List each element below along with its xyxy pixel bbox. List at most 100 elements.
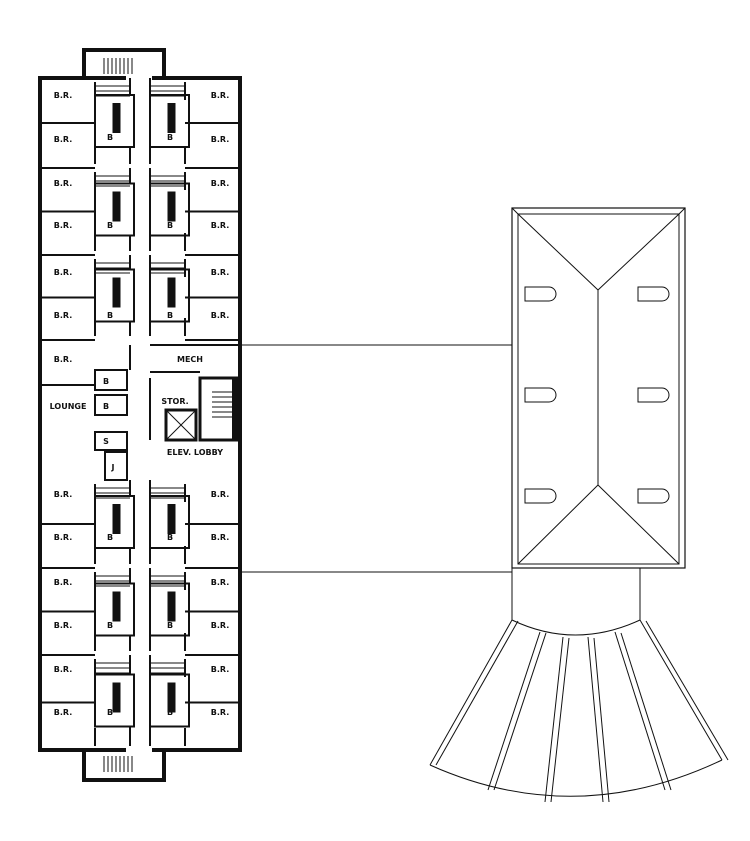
- bedroom-label: B.R.: [54, 91, 72, 100]
- janitor-closet: [104, 451, 128, 481]
- plumbing-chase: [167, 591, 176, 622]
- bedroom-label: B.R.: [211, 91, 229, 100]
- roof-ridge: [517, 484, 599, 565]
- bathroom: [149, 94, 190, 148]
- bedroom-label: B.R.: [211, 665, 229, 674]
- dormitory-floor-plan: [38, 48, 242, 782]
- bedroom-label: B.R.: [54, 708, 72, 717]
- bathroom: [94, 394, 128, 416]
- shower-label: S: [103, 437, 109, 446]
- roof-corner: [678, 207, 686, 215]
- bathroom: [94, 268, 135, 323]
- bedroom-label: B.R.: [211, 621, 229, 630]
- bathroom: [149, 673, 190, 728]
- bathroom: [94, 673, 135, 728]
- bedroom-label: B.R.: [54, 621, 72, 630]
- janitor-label: J: [111, 463, 115, 472]
- bathroom: [94, 94, 135, 148]
- fan-ray: [614, 631, 666, 791]
- bath-label: B: [167, 133, 173, 142]
- bath-label: B: [107, 311, 113, 320]
- room-labels: B.R. B.R. B.R. B.R. B.R. B.R. B.R. B.R. B.R. B.R.…: [50, 91, 230, 717]
- fan-ray: [550, 637, 570, 803]
- plumbing-chase: [167, 277, 176, 308]
- bedroom-label: B.R.: [211, 135, 229, 144]
- bedroom-label: B.R.: [211, 708, 229, 717]
- fan-ray: [544, 636, 564, 803]
- dormer: [637, 387, 670, 403]
- plumbing-chase: [112, 504, 121, 534]
- bathroom: [94, 182, 135, 237]
- corridor-opening: [126, 746, 152, 752]
- bedroom-label: B.R.: [211, 221, 229, 230]
- bedroom-label: B.R.: [54, 311, 72, 320]
- fan-ray: [493, 632, 547, 791]
- bedroom-label: B.R.: [211, 268, 229, 277]
- fan-ray: [429, 619, 513, 766]
- fan-ray: [645, 620, 729, 761]
- bedroom-label: B.R.: [211, 578, 229, 587]
- stair-south: [82, 748, 166, 782]
- bath-label: B: [167, 708, 173, 717]
- fan-ray: [487, 631, 541, 791]
- bedroom-label: B.R.: [211, 533, 229, 542]
- bath-label: B: [167, 221, 173, 230]
- bedroom-label: B.R.: [211, 179, 229, 188]
- shower-room: [94, 431, 128, 451]
- plumbing-chase: [112, 682, 121, 713]
- elevator-lobby-label: ELEV. LOBBY: [167, 448, 223, 457]
- plumbing-chase: [167, 103, 176, 133]
- bathroom: [149, 268, 190, 323]
- bath-label: B: [107, 133, 113, 142]
- dormer: [524, 286, 557, 302]
- bedroom-label: B.R.: [54, 179, 72, 188]
- plumbing-chase: [112, 277, 121, 308]
- elevator-x: [165, 409, 197, 441]
- elevator-shaft: [164, 408, 198, 442]
- plumbing-chase: [112, 191, 121, 222]
- plumbing-chase: [167, 682, 176, 713]
- bath-label: B: [167, 311, 173, 320]
- bath-label: B: [107, 533, 113, 542]
- hall-outline: [511, 207, 686, 569]
- dormer: [637, 286, 670, 302]
- bedroom-label: B.R.: [54, 355, 72, 364]
- roof-corner: [511, 207, 519, 215]
- bathroom: [94, 495, 135, 549]
- fan-ray: [639, 619, 723, 761]
- bedroom-label: B.R.: [54, 135, 72, 144]
- bathroom: [94, 582, 135, 637]
- corridor-opening: [126, 76, 152, 82]
- bath-label: B: [103, 377, 109, 386]
- bedroom-label: B.R.: [211, 490, 229, 499]
- fan-ray: [593, 637, 610, 803]
- bath-label: B: [107, 221, 113, 230]
- fan-ray: [620, 632, 672, 791]
- bathroom: [149, 495, 190, 549]
- bedroom-label: B.R.: [54, 268, 72, 277]
- hall-inner-outline: [517, 213, 680, 565]
- bathroom: [149, 182, 190, 237]
- bedroom-label: B.R.: [211, 311, 229, 320]
- dormer: [637, 488, 670, 504]
- bath-label: B: [167, 621, 173, 630]
- bathroom: [94, 369, 128, 391]
- bath-label: B: [103, 402, 109, 411]
- core-wall-solid: [232, 378, 240, 440]
- fan-outer-arc: [429, 759, 723, 797]
- bathroom: [149, 582, 190, 637]
- bath-label: B: [107, 621, 113, 630]
- bedroom-label: B.R.: [54, 578, 72, 587]
- bedroom-label: B.R.: [54, 533, 72, 542]
- plumbing-chase: [112, 591, 121, 622]
- dormer: [524, 387, 557, 403]
- dining-hall-roof-plan: [240, 207, 729, 803]
- fan-ray: [435, 620, 519, 766]
- bedroom-label: B.R.: [54, 221, 72, 230]
- roof-ridge: [517, 213, 599, 291]
- storage-label: STOR.: [161, 397, 188, 406]
- plumbing-chase: [167, 191, 176, 222]
- bath-label: B: [107, 708, 113, 717]
- lounge-label: LOUNGE: [50, 402, 87, 411]
